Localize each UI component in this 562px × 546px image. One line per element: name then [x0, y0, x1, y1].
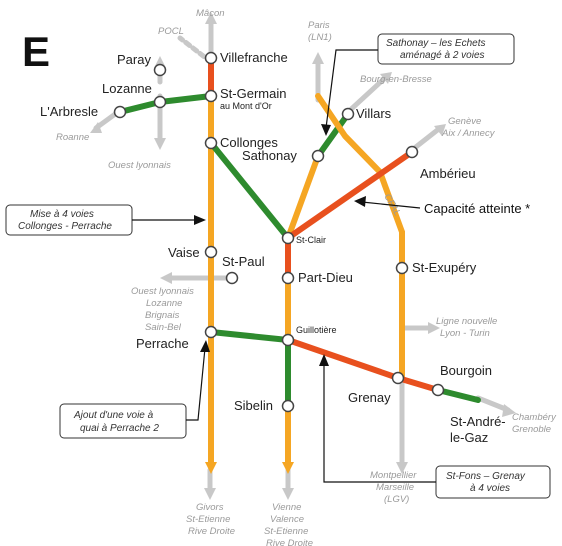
label-ouest-list-1: Lozanne [146, 298, 182, 309]
label-st-andre-2: le-Gaz [450, 430, 488, 445]
label-paray: Paray [117, 52, 151, 67]
label-vienne: Vienne [272, 502, 301, 513]
label-perrache: Perrache [136, 336, 189, 351]
label-lozanne: Lozanne [102, 81, 152, 96]
label-bourg: Bourg-en-Bresse [360, 74, 432, 85]
label-grenay: Grenay [348, 390, 391, 405]
station-labels: Mâcon POCL Villefranche Paray Lozanne L'… [40, 8, 557, 546]
label-st-germain: St-Germain [220, 86, 286, 101]
label-amberieu: Ambérieu [420, 166, 476, 181]
note-capacite: Capacité atteinte * [424, 201, 530, 216]
note-ajout-2: quai à Perrache 2 [80, 423, 159, 434]
note-sathonay-1: Sathonay – les Echets [386, 38, 486, 49]
note-ajout-1: Ajout d'une voie à [73, 410, 154, 421]
label-ouest-lyonnais: Ouest lyonnais [108, 160, 171, 171]
label-st-exupery: St-Exupéry [412, 260, 477, 275]
label-valence: Valence [270, 514, 304, 525]
label-sathonay: Sathonay [242, 148, 297, 163]
label-villefranche: Villefranche [220, 50, 288, 65]
label-st-etienne-w: St-Etienne [186, 514, 230, 525]
label-villars: Villars [356, 106, 392, 121]
label-sibelin: Sibelin [234, 398, 273, 413]
label-montpellier: Montpellier [370, 470, 417, 481]
label-st-andre-1: St-André- [450, 414, 506, 429]
label-bourgoin: Bourgoin [440, 363, 492, 378]
label-st-paul: St-Paul [222, 254, 265, 269]
label-collonges: Collonges [220, 135, 278, 150]
label-ouest-list-3: Sain-Bel [145, 322, 182, 333]
label-marseille: Marseille [376, 482, 414, 493]
label-st-germain-sub: au Mont d'Or [220, 101, 272, 111]
station-nodes [113, 51, 445, 413]
trunk-arrows [205, 462, 294, 474]
label-part-dieu: Part-Dieu [298, 270, 353, 285]
annotations: Sathonay – les Echets aménagé à 2 voies … [5, 33, 551, 499]
label-aix: Aix / Annecy [441, 128, 496, 139]
panel-letter: E [22, 28, 51, 75]
label-rive-droite-w: Rive Droite [188, 526, 235, 537]
label-larbresle: L'Arbresle [40, 104, 98, 119]
label-roanne: Roanne [56, 132, 89, 143]
label-vaise: Vaise [168, 245, 200, 260]
label-lgv: (LGV) [384, 494, 409, 505]
label-givors: Givors [196, 502, 224, 513]
label-ln1: (LN1) [308, 32, 332, 43]
label-lyon-turin: Lyon - Turin [440, 328, 490, 339]
note-mise-1: Mise à 4 voies [30, 209, 94, 220]
note-stfons-1: St-Fons – Grenay [446, 471, 526, 482]
label-grenoble: Grenoble [512, 424, 551, 435]
label-ouest-list-0: Ouest lyonnais [131, 286, 194, 297]
note-sathonay-2: aménagé à 2 voies [400, 50, 485, 61]
label-pocl: POCL [158, 26, 184, 37]
label-guillotiere: Guillotière [296, 325, 337, 335]
label-ouest-list-2: Brignais [145, 310, 180, 321]
label-paris: Paris [308, 20, 330, 31]
label-rive-droite-e: Rive Droite [266, 538, 313, 546]
label-macon: Mâcon [196, 8, 225, 19]
label-st-clair: St-Clair [296, 235, 326, 245]
label-chambery: Chambéry [512, 412, 557, 423]
label-ligne-nouvelle: Ligne nouvelle [436, 316, 497, 327]
note-stfons-2: à 4 voies [470, 483, 510, 494]
label-st-etienne-e: St-Etienne [264, 526, 308, 537]
label-geneve: Genève [448, 116, 481, 127]
note-mise-2: Collonges - Perrache [18, 221, 112, 232]
